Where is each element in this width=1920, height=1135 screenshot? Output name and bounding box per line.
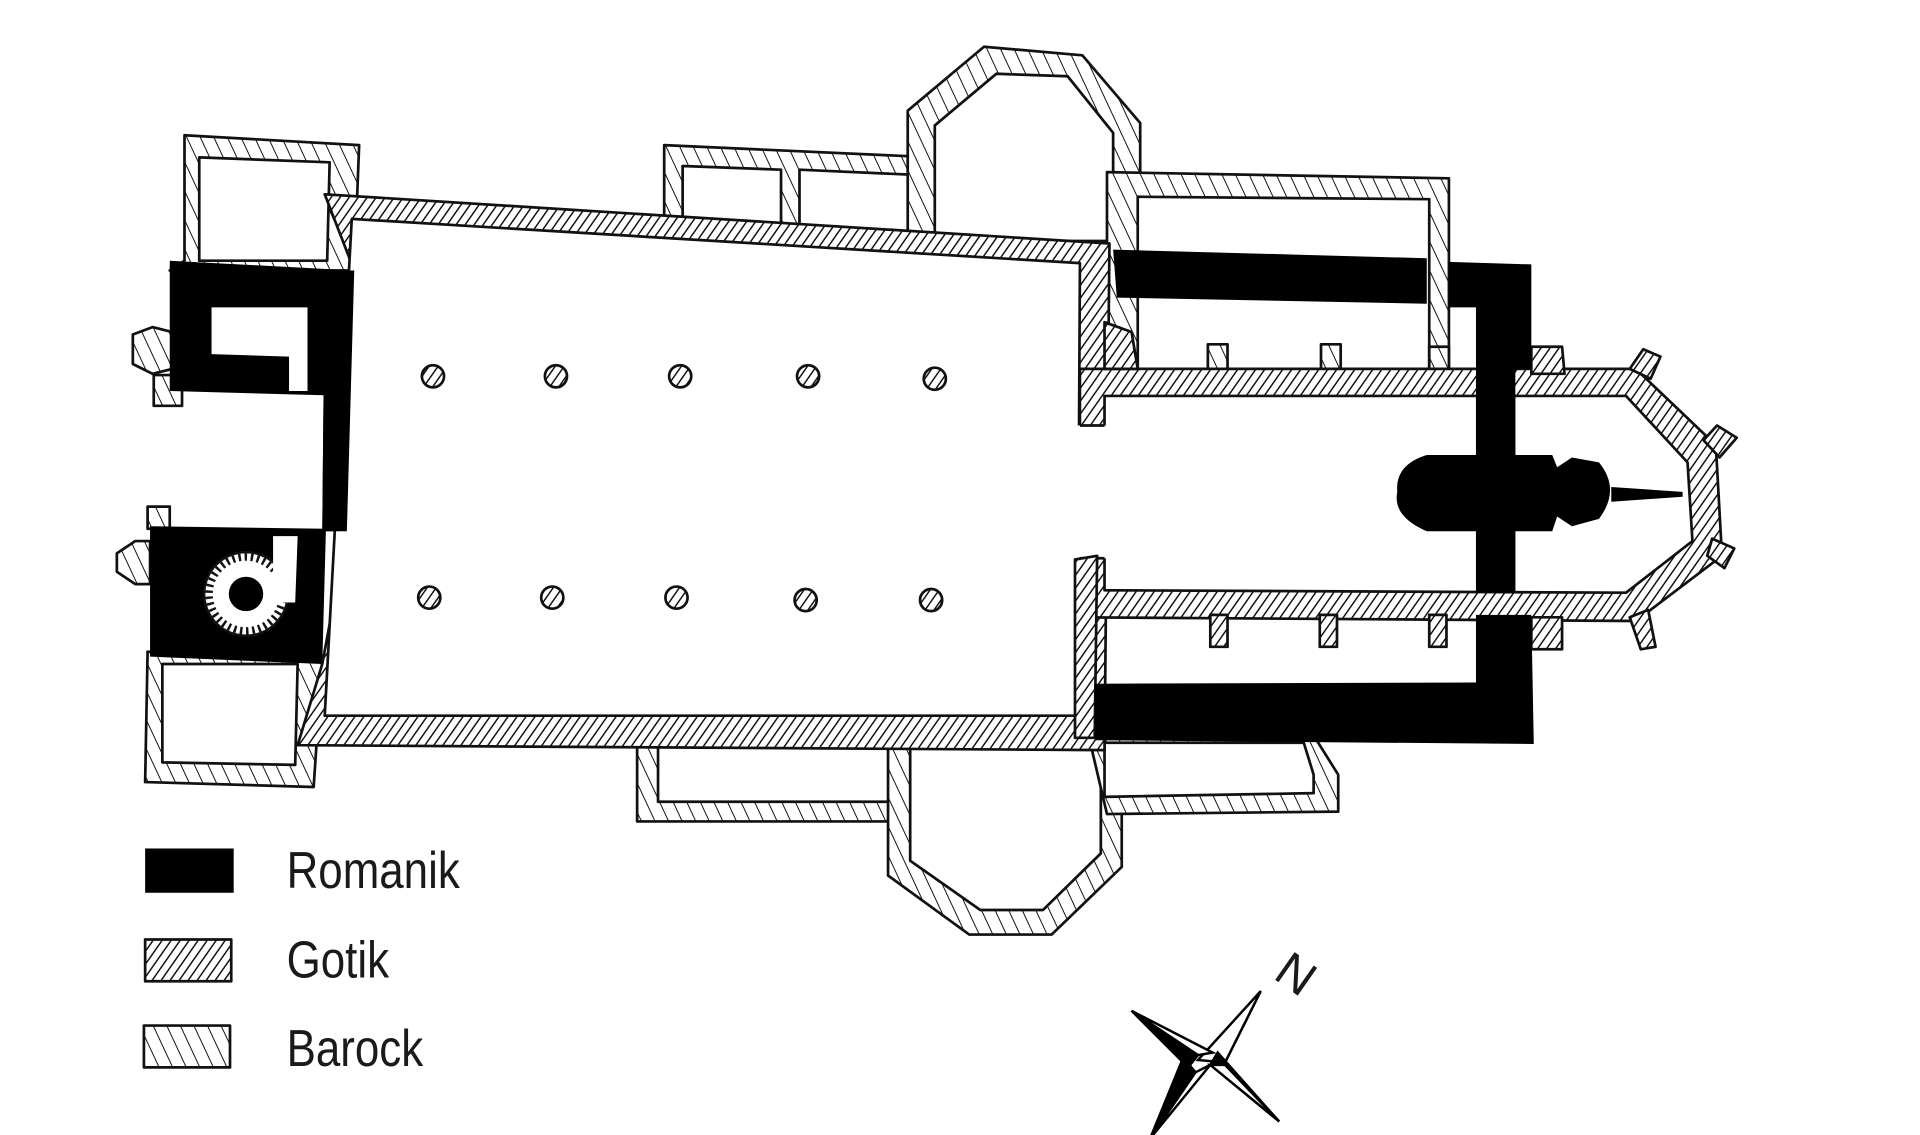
west-tower-south xyxy=(115,505,326,789)
legend-swatch-romanik xyxy=(145,848,234,893)
column xyxy=(795,363,821,389)
apse-buttress xyxy=(1628,347,1662,381)
legend-label-gotik: Gotik xyxy=(287,932,390,989)
column xyxy=(918,587,944,613)
altar-block xyxy=(1396,454,1611,532)
nave-columns xyxy=(416,363,948,613)
column xyxy=(543,363,569,389)
legend-swatch-gotik xyxy=(143,938,233,983)
legend-label-barock: Barock xyxy=(287,1021,425,1078)
legend: Romanik Gotik Barock xyxy=(142,843,461,1078)
column xyxy=(420,363,446,389)
legend-item-gotik: Gotik xyxy=(143,932,390,989)
chancel-buttress xyxy=(1529,345,1566,376)
column xyxy=(793,587,819,613)
column xyxy=(539,585,565,611)
compass-north-label: N xyxy=(1266,942,1327,1007)
apse-buttress xyxy=(1705,537,1736,570)
legend-label-romanik: Romanik xyxy=(287,843,461,900)
legend-swatch-barock xyxy=(142,1024,232,1069)
column xyxy=(416,585,442,611)
apse-buttress xyxy=(1702,424,1739,459)
legend-item-barock: Barock xyxy=(142,1021,425,1078)
column xyxy=(922,366,948,392)
north-arrow-compass: N xyxy=(1130,942,1327,1135)
romanesque-walls xyxy=(1094,249,1683,744)
apse-buttress xyxy=(1628,608,1657,651)
south-chancel-room xyxy=(1087,733,1340,816)
north-sacristy xyxy=(662,143,937,238)
chancel xyxy=(1072,320,1739,740)
west-tower-north xyxy=(131,133,361,408)
south-sacristy xyxy=(635,733,918,823)
nave xyxy=(296,192,1111,752)
column xyxy=(667,363,693,389)
legend-item-romanik: Romanik xyxy=(145,843,461,900)
chancel-buttress xyxy=(1529,615,1564,651)
north-octagonal-chapel xyxy=(906,45,1142,245)
south-octagonal-chapel xyxy=(886,733,1124,936)
column xyxy=(664,585,689,611)
